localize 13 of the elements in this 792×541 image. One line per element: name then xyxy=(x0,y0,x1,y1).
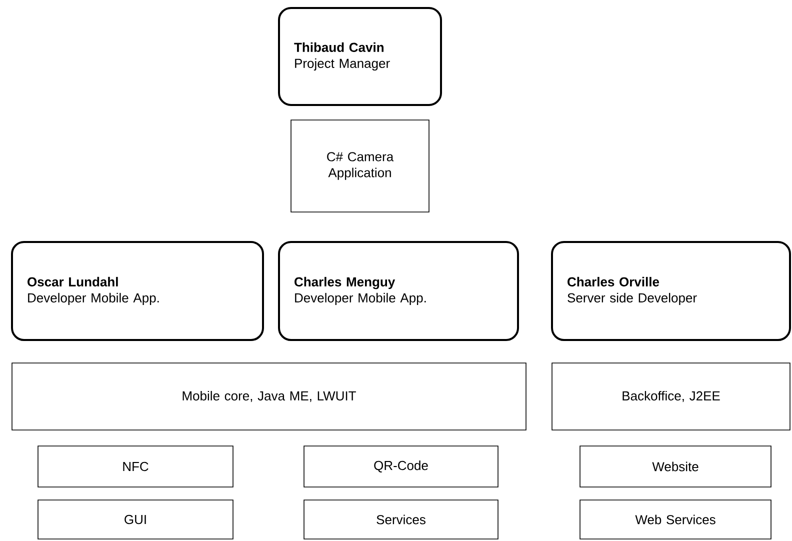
person-box: Charles Orville Server side Developer xyxy=(551,241,791,341)
person-box: Oscar Lundahl Developer Mobile App. xyxy=(11,241,264,341)
text-box: QR-Code xyxy=(304,446,498,488)
text-box: Web Services xyxy=(580,500,772,540)
text-box: Mobile core, Java ME, LWUIT xyxy=(12,362,526,430)
person-box: Thibaud Cavin Project Manager xyxy=(278,7,442,106)
text-box: Services xyxy=(304,500,498,540)
text-box: Website xyxy=(580,446,772,488)
text-box: GUI xyxy=(38,500,234,540)
person-box: Charles Menguy Developer Mobile App. xyxy=(278,241,519,341)
text-box: Backoffice, J2EE xyxy=(552,362,790,430)
text-box: NFC xyxy=(38,446,234,488)
text-box: C# Camera Application xyxy=(290,120,430,212)
